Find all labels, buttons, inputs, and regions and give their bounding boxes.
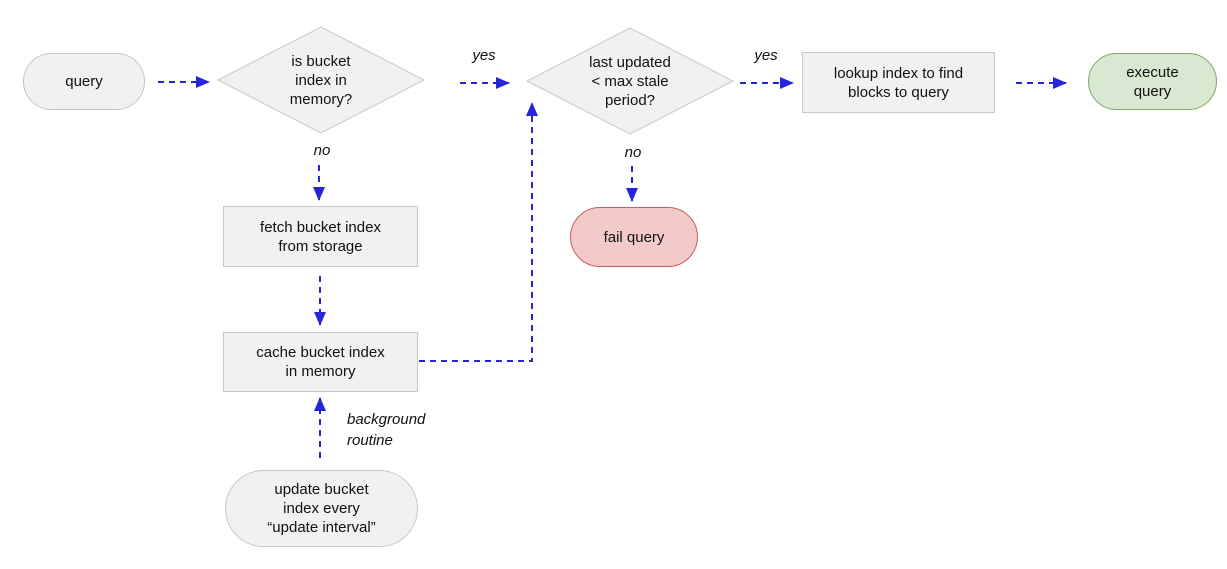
edge-label-yes-max-stale: yes	[754, 47, 778, 64]
terminal-execute-query: execute query	[1088, 53, 1217, 110]
decision-diamond-max-stale	[525, 27, 735, 135]
arrow-cache-to-max-stale	[419, 102, 538, 362]
process-cache-bucket-index: cache bucket index in memory	[223, 332, 418, 392]
start-node-query: query	[23, 53, 145, 110]
process-fetch-bucket-index: fetch bucket index from storage	[223, 206, 418, 267]
edge-label-no-max-stale: no	[624, 144, 642, 161]
terminal-fail-query: fail query	[570, 207, 698, 267]
decision-label-in-memory: is bucket index in memory?	[289, 53, 353, 108]
process-update-bucket-index: update bucket index every “update interv…	[225, 470, 418, 547]
decision-diamond-in-memory	[216, 26, 426, 134]
edge-label-background-routine: background routine	[347, 411, 426, 449]
decision-label-max-stale: last updated < max stale period?	[589, 54, 671, 109]
edge-label-yes-in-memory: yes	[472, 47, 496, 64]
process-lookup-index: lookup index to find blocks to query	[802, 52, 995, 113]
edge-label-no-in-memory: no	[313, 142, 331, 159]
